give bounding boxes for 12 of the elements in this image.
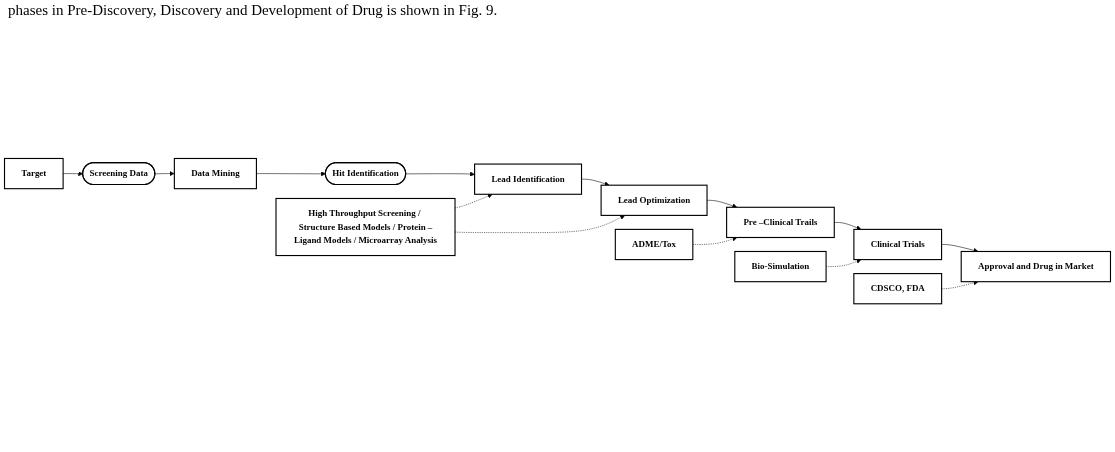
node-box: Lead Optimization bbox=[600, 184, 708, 216]
node-box: ADME/Tox bbox=[614, 228, 694, 260]
node-box: Bio-Simulation bbox=[734, 250, 827, 283]
node-box: Pre –Clinical Trails bbox=[726, 206, 835, 238]
node-box: Clinical Trials bbox=[853, 228, 943, 260]
node-box: Target bbox=[3, 157, 64, 190]
node-box: CDSCO, FDA bbox=[853, 272, 943, 305]
node-box: High Throughput Screening / Structure Based Models / Protein –Ligand Models / Microarray Analysis bbox=[275, 197, 456, 256]
node-box: Data Mining bbox=[173, 157, 257, 190]
node-box: Lead Identification bbox=[474, 163, 583, 195]
caption-text: phases in Pre-Discovery, Discovery and Development of Drug is shown in Fig. 9. bbox=[8, 2, 499, 19]
node-box: Approval and Drug in Market bbox=[960, 250, 1112, 283]
